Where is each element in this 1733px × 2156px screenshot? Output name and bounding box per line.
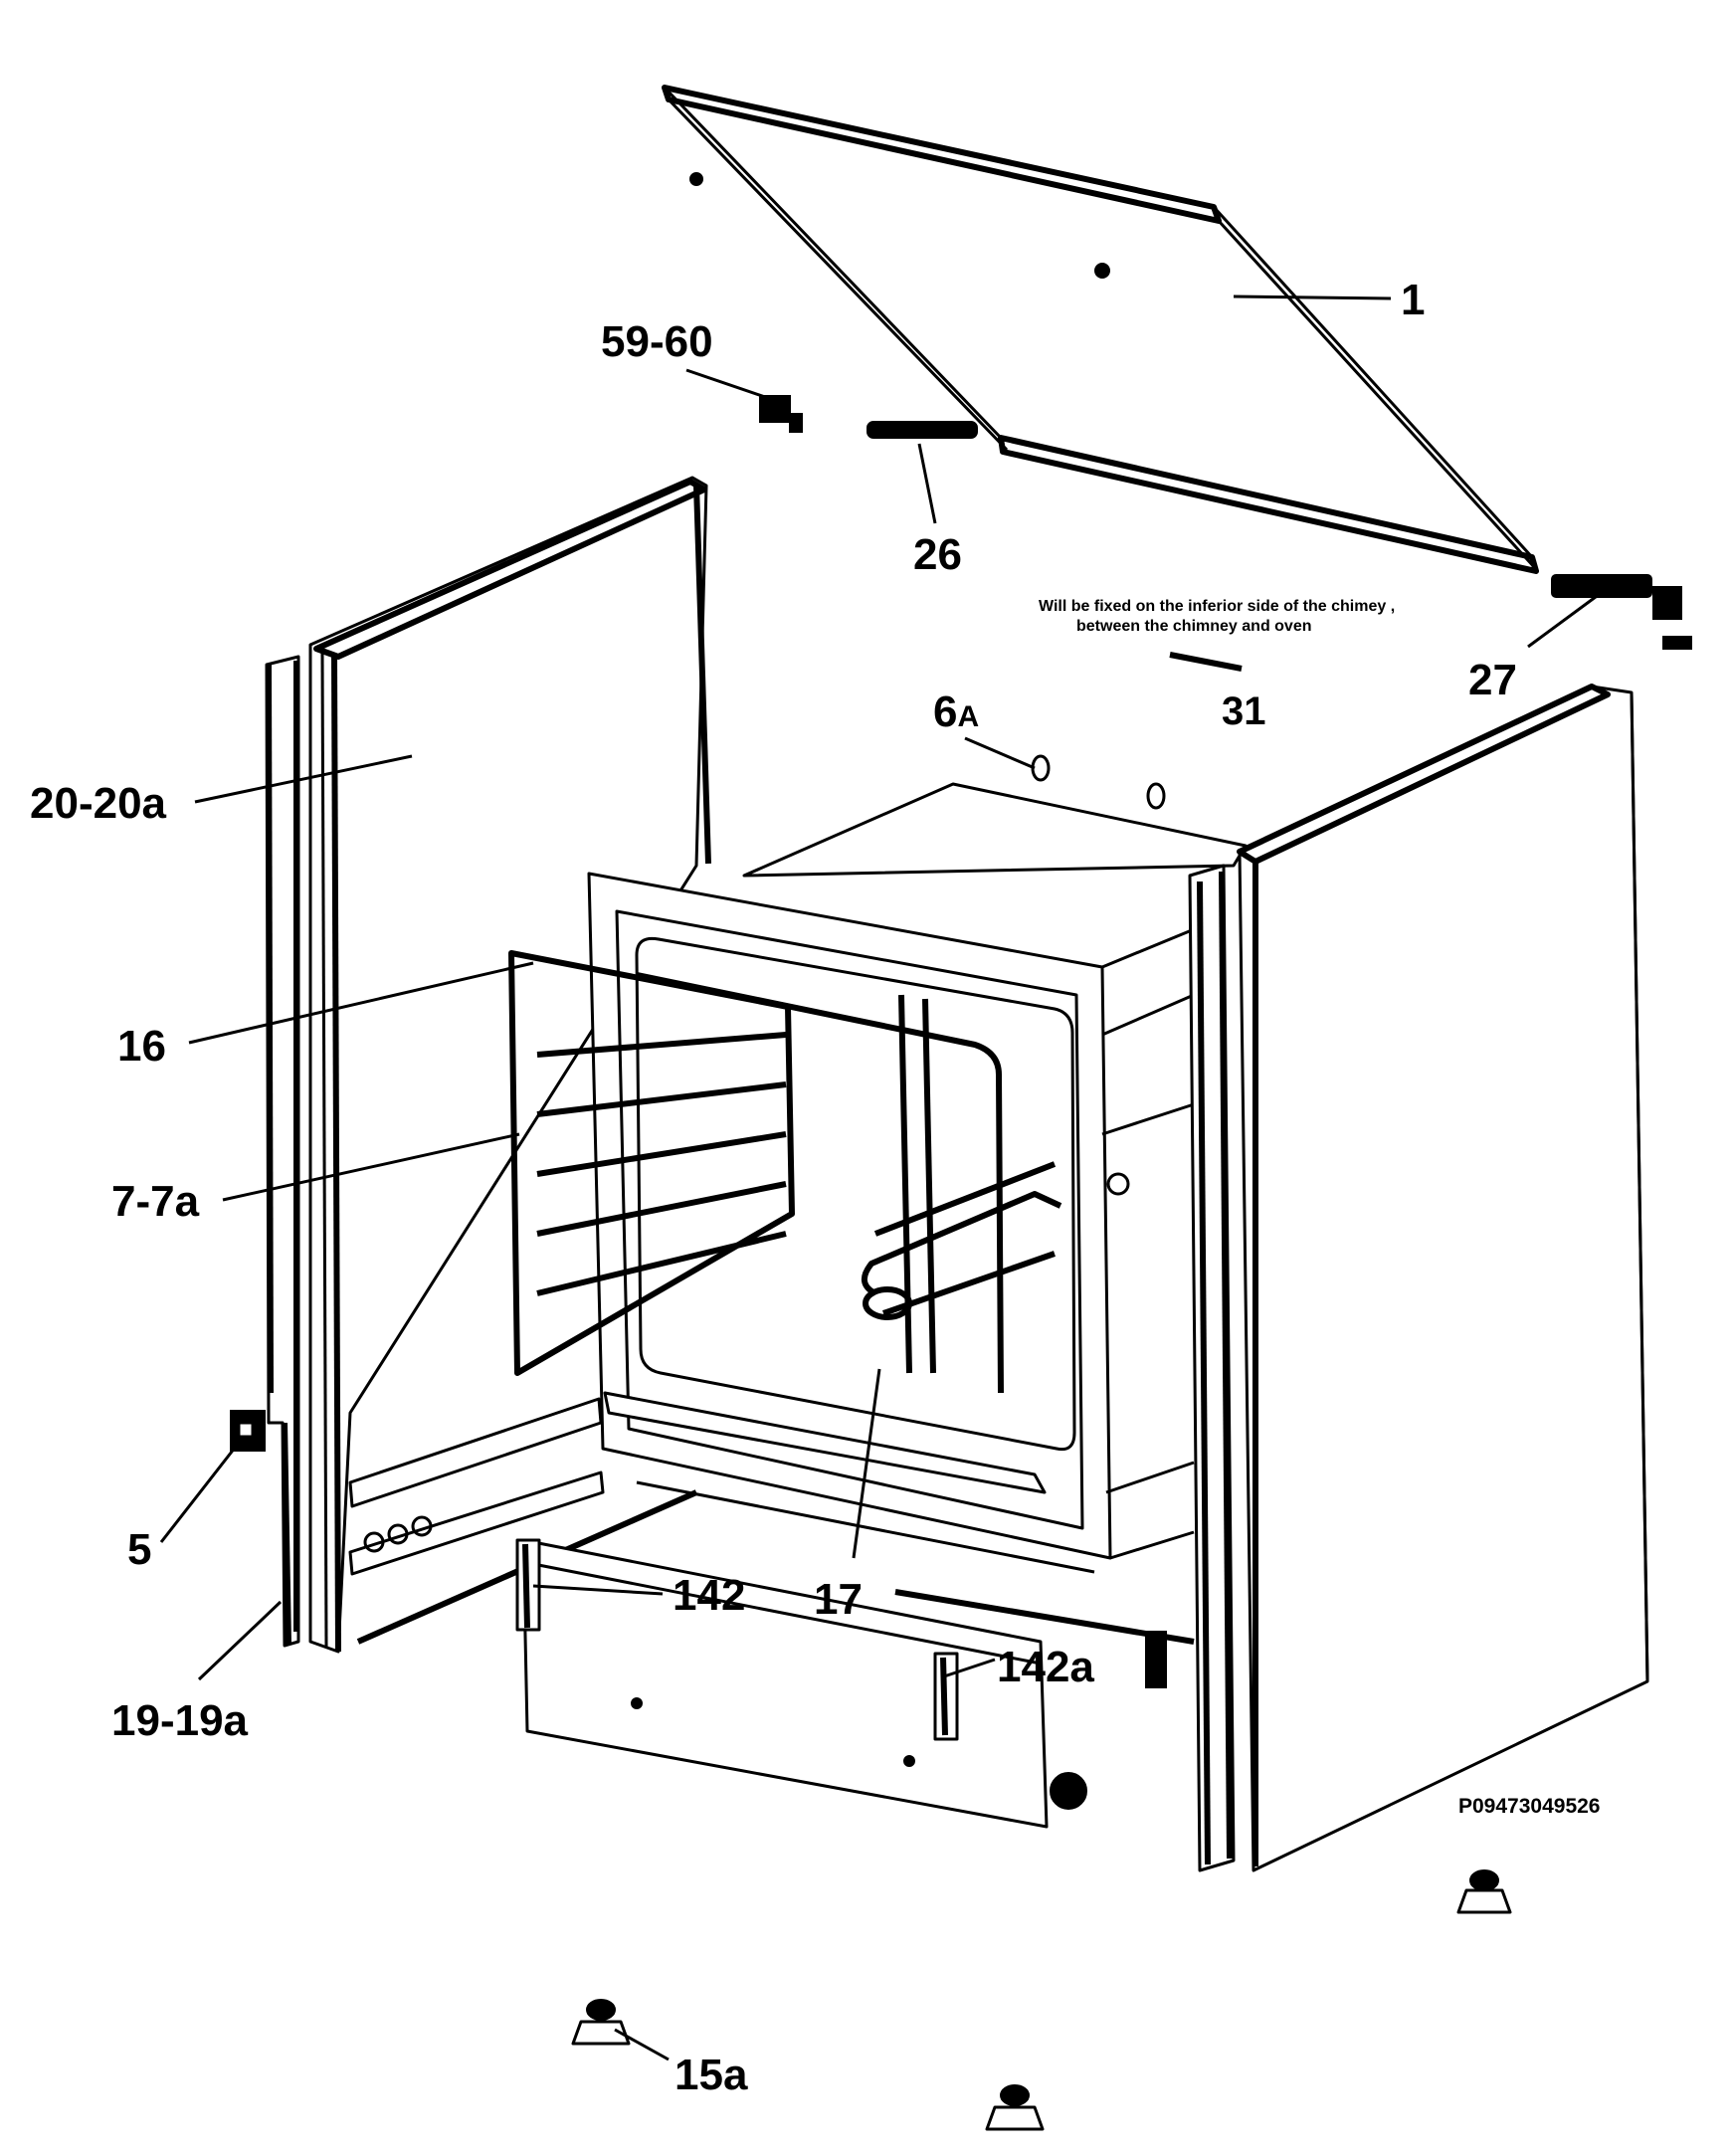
callout-31: 31 [1222,689,1266,733]
adjustable-foot-part [985,2084,1045,2131]
callout-5: 5 [127,1525,151,1574]
callout-16: 16 [117,1022,166,1071]
hinge-rod-part [866,421,978,439]
bottom-front-panel-part [515,1538,1087,1829]
bottom-rail-part [348,1397,1195,1688]
callout-26: 26 [913,530,962,579]
callout-27: 27 [1468,656,1517,704]
adjustable-foot-part [1456,1869,1512,1914]
right-side-panel-part [1237,684,1649,1872]
right-front-frame-part [1188,864,1236,1872]
oven-cavity-part [587,782,1248,1574]
mounting-note-line-2: between the chimney and oven [1076,618,1312,635]
callout-19-19a: 19-19a [111,1696,249,1745]
leader-lines [159,294,1605,2061]
adjustable-foot-part [571,1999,631,2046]
drawing-code: P09473049526 [1458,1795,1600,1818]
hinge-part [230,1410,266,1452]
mounting-note-line-1: Will be fixed on the inferior side of th… [1039,598,1395,615]
left-side-panel-part [308,476,711,1654]
callout-1: 1 [1401,276,1425,324]
callout-6a-suffix: A [957,700,979,733]
side-bracket-part [1551,574,1692,650]
callout-17: 17 [814,1575,863,1624]
callout-59-60: 59-60 [601,317,713,366]
callout-142: 142 [673,1571,745,1620]
callout-6a: 6A [933,687,979,736]
bolt-part [1031,754,1166,810]
top-panel-part [662,85,1539,574]
callout-6a-number: 6 [933,687,957,736]
callout-142a: 142a [997,1643,1094,1691]
left-front-frame-part [265,655,300,1648]
callout-7-7a: 7-7a [111,1177,200,1226]
clip-part [759,395,803,433]
callout-15a: 15a [674,2051,748,2099]
heating-element-part [636,972,1062,1394]
spacer-rod-part [1169,652,1243,672]
callout-20-20a: 20-20a [30,779,167,828]
